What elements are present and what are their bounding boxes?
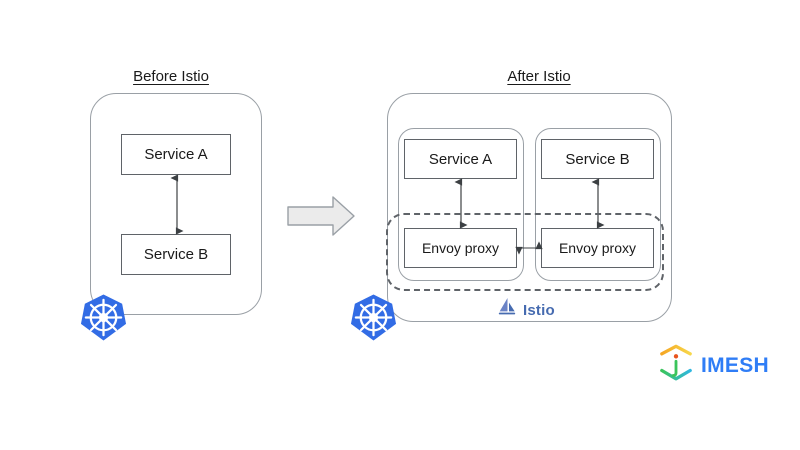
kubernetes-cluster-after <box>387 93 672 322</box>
service-a-box-after: Service A <box>404 139 517 179</box>
istio-label: Istio <box>497 297 555 324</box>
kubernetes-cluster-before <box>90 93 262 315</box>
kubernetes-icon <box>349 293 398 342</box>
envoy-proxy-a-box: Envoy proxy <box>404 228 517 268</box>
connector-service-a-service-b <box>170 174 184 235</box>
kubernetes-icon <box>79 293 128 342</box>
service-b-box-before: Service B <box>121 234 231 275</box>
right-block-arrow-icon <box>287 196 355 241</box>
pod-b-box <box>535 128 661 281</box>
connector-service-b-envoy-b <box>591 178 605 229</box>
section-title-before: Before Istio <box>133 68 209 85</box>
imesh-logo: IMESH <box>656 343 769 388</box>
service-b-box-after: Service B <box>541 139 654 179</box>
istio-mesh-overlay <box>386 213 664 291</box>
connector-envoy-a-envoy-b <box>515 241 543 255</box>
istio-label-text: Istio <box>523 302 555 319</box>
imesh-cube-icon <box>656 343 696 388</box>
imesh-brand-text: IMESH <box>701 353 770 377</box>
service-a-box-before: Service A <box>121 134 231 175</box>
envoy-proxy-b-box: Envoy proxy <box>541 228 654 268</box>
section-title-after: After Istio <box>507 68 571 85</box>
istio-sailboat-icon <box>497 297 517 324</box>
pod-a-box <box>398 128 524 281</box>
connector-service-a-envoy-a <box>454 178 468 229</box>
